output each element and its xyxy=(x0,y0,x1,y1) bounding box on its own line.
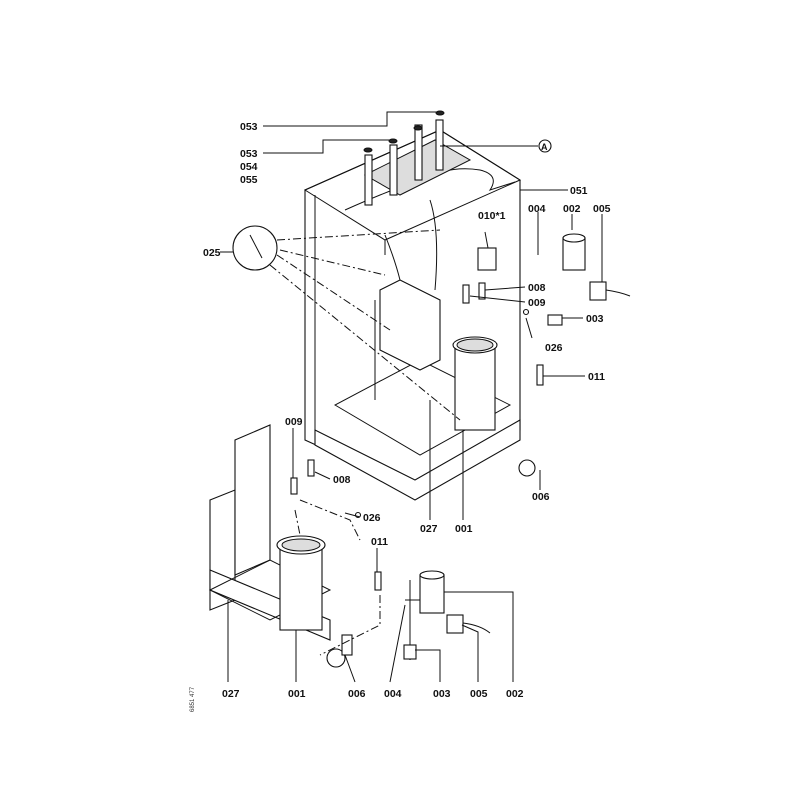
label-004-bottom: 004 xyxy=(384,688,402,700)
label-003-top: 003 xyxy=(586,313,604,325)
label-011-bottom: 011 xyxy=(371,536,388,548)
label-001-top: 001 xyxy=(455,523,473,535)
upper-solenoid-valve xyxy=(462,233,631,477)
label-026-top: 026 xyxy=(545,342,563,354)
lower-valves xyxy=(290,459,491,668)
label-008-bottom: 008 xyxy=(333,474,351,486)
label-006-top: 006 xyxy=(532,491,550,503)
label-027-bottom: 027 xyxy=(222,688,240,700)
detail-circle-025 xyxy=(232,225,278,271)
label-009-bottom: 009 xyxy=(285,416,303,428)
label-003-bottom: 003 xyxy=(433,688,451,700)
label-002-top: 002 xyxy=(563,203,581,215)
callout-circle-a xyxy=(538,139,552,153)
label-010: 010*1 xyxy=(478,210,506,222)
label-055: 055 xyxy=(240,174,258,186)
label-011-top: 011 xyxy=(588,371,605,383)
label-005-top: 005 xyxy=(593,203,611,215)
label-054: 054 xyxy=(240,161,258,173)
label-053-a: 053 xyxy=(240,121,258,133)
label-001-bottom: 001 xyxy=(288,688,306,700)
label-025: 025 xyxy=(203,247,221,259)
label-026-bottom: 026 xyxy=(363,512,381,524)
upper-heat-exchanger xyxy=(374,199,441,400)
label-009-top: 009 xyxy=(528,297,546,309)
leader-lines xyxy=(220,111,603,683)
label-002-bottom: 002 xyxy=(506,688,524,700)
label-004-top: 004 xyxy=(528,203,546,215)
label-027-top: 027 xyxy=(420,523,438,535)
upper-compressor xyxy=(452,336,498,431)
service-pipes xyxy=(363,110,445,206)
label-a: A xyxy=(541,142,548,152)
label-053-b: 053 xyxy=(240,148,258,160)
label-005-bottom: 005 xyxy=(470,688,488,700)
drawing-code: 6851 477 xyxy=(190,686,196,712)
label-051: 051 xyxy=(570,185,588,197)
lower-compressor xyxy=(276,535,326,631)
label-008-top: 008 xyxy=(528,282,546,294)
label-006-bottom: 006 xyxy=(348,688,366,700)
